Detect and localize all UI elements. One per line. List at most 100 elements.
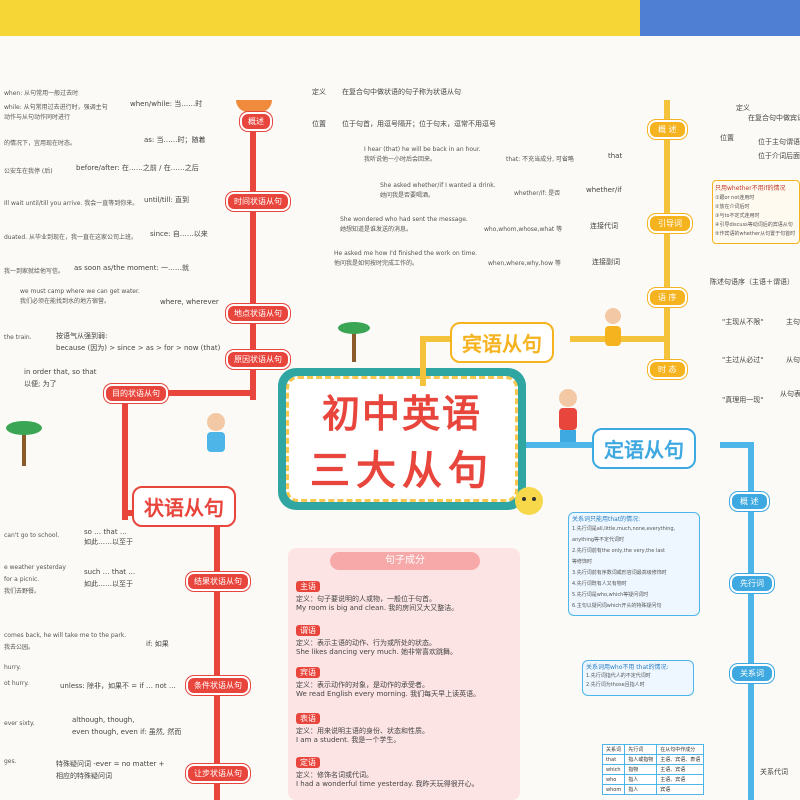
obj-tense-a: 主句用	[786, 318, 800, 326]
table-row: which 指物 主语、宾语	[601, 764, 705, 775]
table-header: 在从句中作成分	[656, 744, 705, 755]
whether-title: 只用whether不用if的情况	[715, 185, 786, 192]
main-title-line2: 三大从句	[310, 447, 494, 494]
bowl-icon	[236, 100, 272, 112]
concession-item: although, though,	[72, 716, 135, 724]
node-attr-overview[interactable]: 概 述	[730, 492, 769, 511]
place-item: where, wherever	[160, 298, 219, 306]
obj-tense-a: 从句	[786, 356, 800, 364]
branch-adverbial[interactable]: 状语从句	[132, 486, 236, 527]
obj-intro-ex: I hear (that) he will be back in an hour…	[364, 146, 481, 153]
time-item: as soon as/the moment: 一……就	[74, 264, 190, 272]
attr-that-item: 3.先行词前有序数词或形容词最高级修饰时	[572, 570, 667, 576]
obj-pos-text2: 位于介词后面	[758, 152, 800, 160]
node-obj-overview[interactable]: 概 述	[648, 120, 687, 139]
node-adv-purpose[interactable]: 目的状语从句	[104, 384, 168, 403]
table-row: who 指人 主语、宾语	[601, 774, 705, 785]
adv-def-label: 定义	[312, 88, 326, 96]
node-adv-concession[interactable]: 让步状语从句	[186, 764, 250, 783]
panel-title: 句子成分	[330, 552, 480, 570]
table-cell: 指人或指物	[624, 754, 658, 765]
node-adv-time[interactable]: 时间状语从句	[226, 192, 290, 211]
section-def: 定义：用来说明主语的身份、状态和性质。	[296, 727, 429, 735]
reason-example: the train.	[4, 334, 32, 341]
child-illustration	[596, 306, 630, 356]
time-example: 我一到家就给他写信。	[4, 268, 65, 275]
obj-order-text: 陈述句语序（主语＋谓语）	[710, 278, 794, 286]
whether-item: ④引导discuss等动词后的宾语从句	[715, 222, 793, 228]
node-adv-reason[interactable]: 原因状语从句	[226, 350, 290, 369]
table-cell: 主语、宾语	[656, 764, 705, 775]
attr-who-item: 2.先行词为those且指人时	[586, 682, 645, 688]
result-item: such … that …	[84, 568, 136, 576]
attr-that-item: 1.先行词是all,little,much,none,everything,	[572, 526, 676, 532]
panel-section-subject: 主语 定义：句子要说明的人或物，一般位于句首。 My room is big a…	[296, 574, 518, 613]
concession-example: ges.	[4, 758, 17, 765]
main-title-line1: 初中英语	[321, 391, 482, 436]
tag-subject: 主语	[296, 581, 320, 592]
yellow-spine	[664, 100, 670, 370]
time-example: 的情况下，宜用现在时态。	[4, 140, 77, 147]
panel-section-attribute: 定语 定义：修饰名词或代词。 I had a wonderful time ye…	[296, 750, 518, 789]
table-cell: who	[601, 774, 626, 785]
yellow-connector	[420, 336, 426, 386]
branch-object[interactable]: 宾语从句	[450, 322, 554, 363]
node-adv-place[interactable]: 地点状语从句	[226, 304, 290, 323]
result-item: so … that …	[84, 528, 127, 536]
obj-intro-cn: 他问我是如何按时完成工作的。	[334, 260, 419, 267]
relative-word-table: 关系词 先行词 在从句中作成分 that 指人或指物 主语、宾语、表语 whic…	[601, 744, 705, 795]
panel-section-object: 宾语 定义：表示动作的对象，是动作的承受者。 We read English e…	[296, 660, 518, 699]
condition-item: unless: 除非，如果不 = if … not …	[60, 682, 176, 690]
reason-item: because (因为) > since > as > for > now (t…	[56, 344, 221, 352]
attr-who-title: 关系词用who不用 that的情况:	[586, 664, 669, 671]
section-def: 定义：表示动作的对象，是动作的承受者。	[296, 681, 429, 689]
red-connector	[122, 390, 256, 396]
obj-intro-cn: 她想知道是谁发送的消息。	[340, 226, 413, 233]
obj-intro-cn: 我听说他一小时后会回来。	[364, 156, 437, 163]
node-adv-overview[interactable]: 概述	[240, 112, 272, 131]
result-item: 如此……以至于	[84, 580, 133, 588]
condition-example: 我去公园。	[4, 644, 35, 651]
attr-who-box: 关系词用who不用 that的情况: 1.先行词指代人的不定代词时 2.先行词为…	[582, 660, 694, 696]
obj-pos-text: 位于主句谓语动词	[758, 138, 800, 146]
node-adv-condition[interactable]: 条件状语从句	[186, 676, 250, 695]
tag-attribute: 定语	[296, 757, 320, 768]
time-item: before/after: 在……之前 / 在……之后	[76, 164, 199, 172]
purpose-item: in order that, so that	[24, 368, 97, 376]
attr-that-box: 关系词只能用that的情况: 1.先行词是all,little,much,non…	[568, 512, 700, 616]
section-def: 定义：句子要说明的人或物，一般位于句首。	[296, 595, 436, 603]
time-example: duated. 从毕业到现在，我一直在这家公司上班。	[4, 234, 137, 241]
condition-example: ot hurry.	[4, 680, 29, 687]
time-item: since: 自……以来	[150, 230, 208, 238]
whether-item: ②放在介词后时	[715, 204, 750, 210]
table-cell: 宾语	[656, 784, 705, 795]
whether-item: ⑤作宾语的whether从句置于句首时	[715, 231, 796, 237]
red-spine-lower	[214, 510, 220, 800]
red-spine-upper	[250, 100, 256, 400]
node-obj-intro[interactable]: 引导词	[648, 214, 692, 233]
attr-that-item: 2.先行词前有the only,the very,the last	[572, 548, 665, 554]
table-row: whom 指人 宾语	[601, 784, 705, 795]
node-obj-order[interactable]: 语 序	[648, 288, 687, 307]
section-def: 定义：表示主语的动作、行为或所处的状态。	[296, 639, 436, 647]
section-example: My room is big and clean. 我的房间又大又整洁。	[296, 604, 459, 612]
result-example: 我们去野餐。	[4, 588, 41, 595]
table-cell: whom	[601, 784, 626, 795]
time-item: as: 当……时；随着	[144, 136, 206, 144]
relative-pronoun-label: 关系代词	[760, 768, 788, 776]
table-cell: 指人	[624, 774, 658, 785]
node-attr-relword[interactable]: 关系词	[730, 664, 774, 683]
blue-connector	[526, 442, 596, 448]
node-obj-tense[interactable]: 时 态	[648, 360, 687, 379]
node-attr-antecedent[interactable]: 先行词	[730, 574, 774, 593]
concession-item: 相应的特殊疑问词	[56, 772, 112, 780]
table-cell: 主语、宾语	[656, 774, 705, 785]
palm-tree-icon	[336, 318, 372, 362]
condition-example: comes back, he will take me to the park.	[4, 632, 127, 639]
branch-attributive[interactable]: 定语从句	[592, 428, 696, 469]
top-blue-band	[640, 0, 800, 36]
child-illustration	[548, 386, 588, 446]
obj-def-label: 定义	[736, 104, 750, 112]
node-adv-result[interactable]: 结果状语从句	[186, 572, 250, 591]
whether-box: 只用whether不用if的情况 ①跟or not连用时 ②放在介词后时 ③与t…	[712, 180, 800, 244]
